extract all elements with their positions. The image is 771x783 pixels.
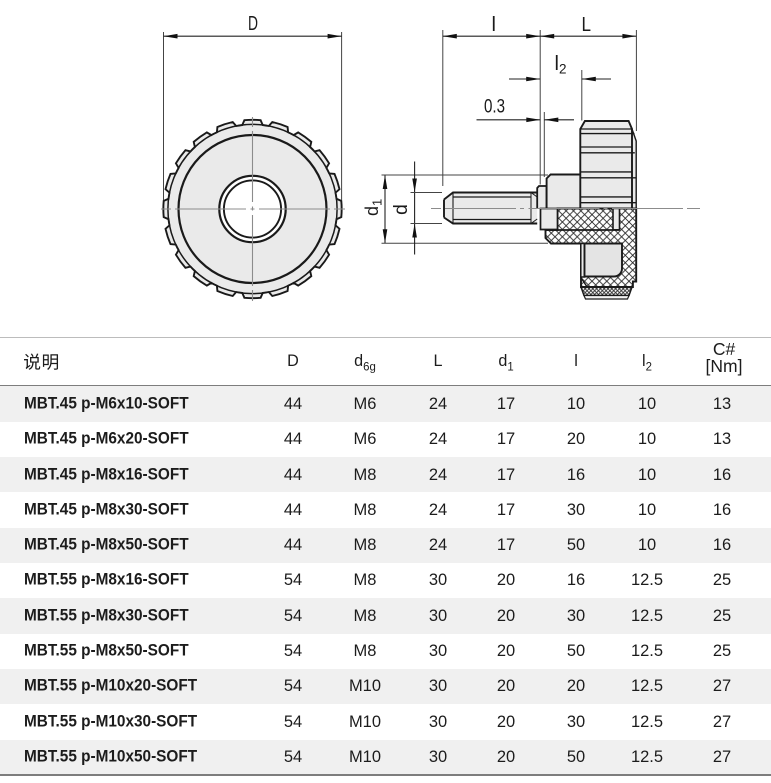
svg-text:d: d: [390, 204, 412, 215]
svg-text:l: l: [492, 14, 496, 36]
svg-text:D: D: [248, 13, 258, 35]
svg-text:d1: d1: [362, 199, 385, 216]
svg-text:l2: l2: [555, 53, 567, 77]
svg-text:L: L: [582, 14, 592, 36]
svg-text:0.3: 0.3: [484, 96, 505, 118]
